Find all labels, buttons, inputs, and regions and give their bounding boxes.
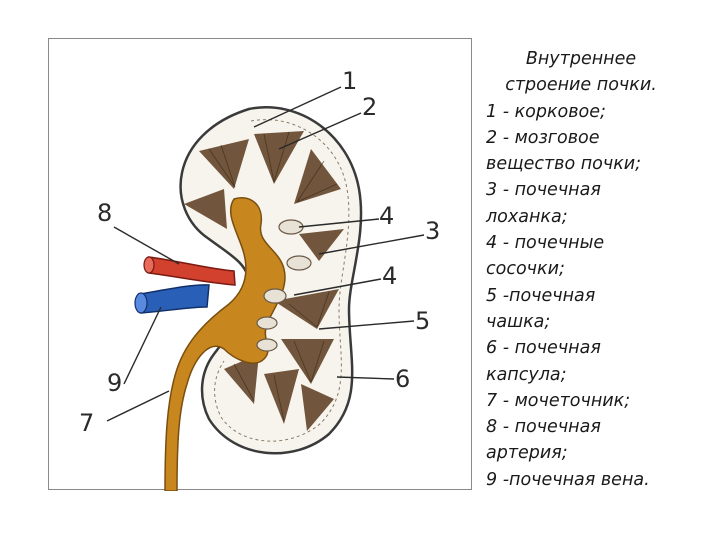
label-3: 3 [425,217,440,245]
legend-line: 5 -почечная [486,283,716,309]
label-8: 8 [97,199,112,227]
label-4a: 4 [379,202,394,230]
legend-line: лоханка; [486,204,716,230]
label-4b: 4 [382,262,397,290]
legend-line: сосочки; [486,256,716,282]
label-7: 7 [79,409,94,437]
legend-line: 3 - почечная [486,177,716,203]
label-1: 1 [342,67,357,95]
legend-caption: Внутреннее строение почки. 1 - корковое;… [486,46,716,493]
artery-opening [144,257,154,273]
caption-title-line-2: строение почки. [486,72,716,98]
legend-line: 4 - почечные [486,230,716,256]
renal-artery [149,257,235,285]
legend-line: 9 -почечная вена. [486,467,716,493]
label-9: 9 [107,369,122,397]
legend-line: чашка; [486,309,716,335]
legend-line: вещество почки; [486,151,716,177]
legend-line: капсула; [486,362,716,388]
kidney-diagram: 1 2 4 3 4 5 6 8 9 7 [49,39,473,491]
legend-line: 7 - мочеточник; [486,388,716,414]
label-6: 6 [395,365,410,393]
renal-vein [141,285,209,313]
label-5: 5 [415,307,430,335]
legend-line: 2 - мозговое [486,125,716,151]
label-2: 2 [362,93,377,121]
legend-line: артерия; [486,440,716,466]
vein-opening [135,293,147,313]
legend-line: 1 - корковое; [486,99,716,125]
legend-line: 8 - почечная [486,414,716,440]
kidney-figure: 1 2 4 3 4 5 6 8 9 7 [48,38,472,490]
caption-title-line-1: Внутреннее [486,46,716,72]
legend-line: 6 - почечная [486,335,716,361]
